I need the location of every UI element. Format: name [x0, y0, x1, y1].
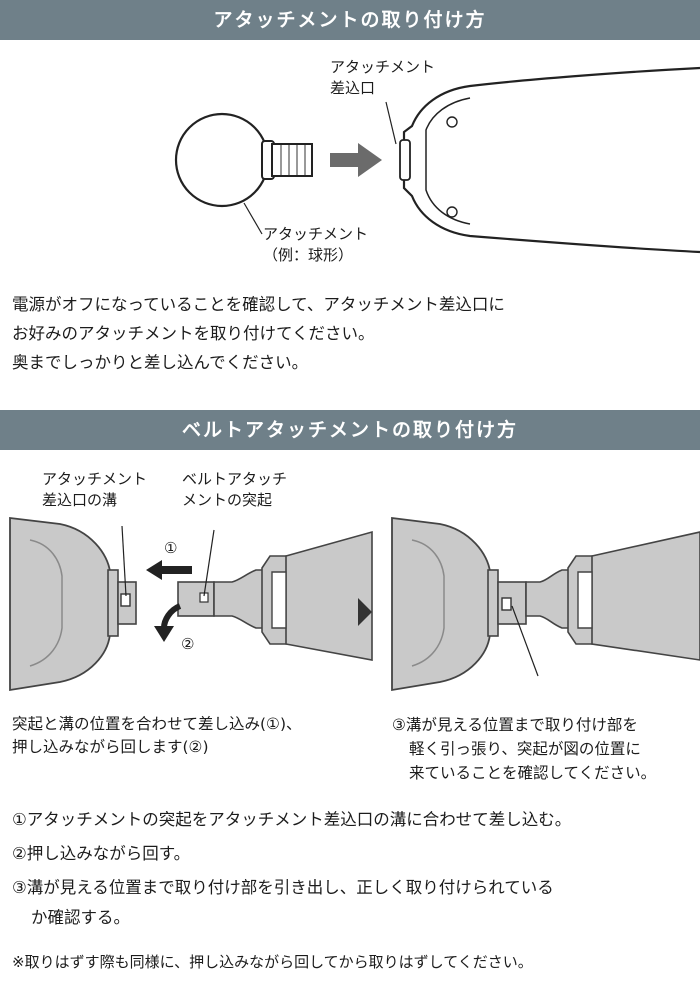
- insert-left-arrow-icon: [146, 560, 192, 580]
- left-device-illustration: [9, 516, 137, 692]
- rotate-arrow-icon: [161, 603, 182, 629]
- attachment-diagram: [174, 66, 700, 254]
- insert-arrow-icon: [330, 143, 382, 177]
- section1-title: アタッチメントの取り付け方: [213, 9, 487, 31]
- belt-attachment-diagram: [9, 516, 700, 692]
- next-step-triangle-icon: [358, 598, 372, 626]
- section1-banner: アタッチメントの取り付け方: [0, 0, 700, 40]
- section2-title: ベルトアタッチメントの取り付け方: [181, 419, 518, 441]
- label-attachment-port: アタッチメント 差込口: [330, 58, 436, 97]
- caption-left: 突起と溝の位置を合わせて差し込み(①)、 押し込みながら回します(②): [12, 715, 302, 756]
- step-3-continued: か確認する。: [31, 908, 130, 927]
- right-device-illustration: [391, 516, 700, 692]
- removal-note: ※取りはずす際も同様に、押し込みながら回してから取りはずしてください。: [12, 953, 533, 971]
- step-3: ③溝が見える位置まで取り付け部を引き出し、正しく取り付けられている: [12, 878, 554, 897]
- caption-right: ③溝が見える位置まで取り付け部を 軽く引っ張り、突起が図の位置に 来ていることを…: [392, 716, 657, 782]
- device-head-illustration: [399, 66, 700, 254]
- step-2: ②押し込みながら回す。: [12, 844, 191, 863]
- belt-attachment-illustration: [177, 529, 373, 661]
- ball-attachment-illustration: [174, 112, 313, 208]
- steps-list: ①アタッチメントの突起をアタッチメント差込口の溝に合わせて差し込む。 ②押し込み…: [12, 803, 571, 931]
- marker-step2: ②: [181, 635, 195, 653]
- label-attachment-example: アタッチメント （例：球形）: [263, 225, 369, 264]
- step-1: ①アタッチメントの突起をアタッチメント差込口の溝に合わせて差し込む。: [12, 810, 572, 829]
- marker-step1: ①: [164, 539, 178, 557]
- section1-instructions: 電源がオフになっていることを確認して、アタッチメント差込口に お好みのアタッチメ…: [12, 295, 505, 372]
- section2-banner: ベルトアタッチメントの取り付け方: [0, 410, 700, 450]
- label-groove: アタッチメント 差込口の溝: [42, 470, 148, 509]
- label-protrusion: ベルトアタッチ メントの突起: [182, 470, 288, 509]
